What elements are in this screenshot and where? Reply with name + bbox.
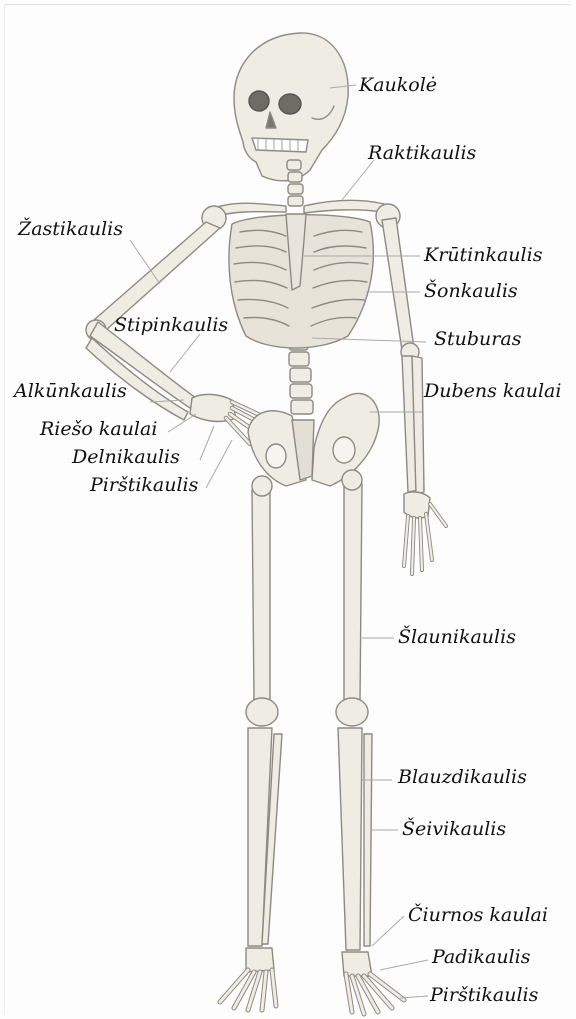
clavicle-left: [304, 200, 384, 213]
fibula-left: [364, 734, 372, 946]
label-delnikaulis: Delnikaulis: [72, 448, 180, 467]
tibia-left: [338, 728, 362, 950]
skull: [234, 33, 348, 181]
label-zastikaulis: Žastikaulis: [18, 220, 123, 239]
femur-left: [344, 484, 362, 700]
foot-right: [220, 948, 276, 1010]
label-dubens-kaulai: Dubens kaulai: [424, 382, 561, 401]
label-ciurnos-kaulai: Čiurnos kaulai: [408, 906, 548, 925]
foot-left: [342, 952, 404, 1014]
leader-pirstikaulis-foot: [400, 996, 428, 998]
label-slaunikaulis: Šlaunikaulis: [398, 628, 516, 647]
patella-right: [246, 698, 278, 726]
label-alkunkaulis: Alkūnkaulis: [14, 382, 127, 401]
label-kaukole: Kaukolė: [359, 76, 437, 95]
label-sonkaulis: Šonkaulis: [424, 282, 518, 301]
leader-ciurnos: [372, 916, 404, 946]
label-stipinkaulis: Stipinkaulis: [114, 316, 228, 335]
label-blauzdikaulis: Blauzdikaulis: [398, 768, 527, 787]
leader-delnikaulis: [200, 426, 214, 460]
ulna-right: [86, 338, 188, 420]
label-rieso-kaulai: Riešo kaulai: [40, 420, 157, 439]
leader-raktikaulis: [342, 160, 374, 200]
femur-head-right: [252, 476, 272, 496]
label-raktikaulis: Raktikaulis: [368, 144, 476, 163]
label-krutinkaulis: Krūtinkaulis: [424, 246, 542, 265]
label-pirstikaulis-hand: Pirštikaulis: [90, 476, 198, 495]
patella-left: [336, 698, 368, 726]
label-pirstikaulis-foot: Pirštikaulis: [430, 986, 538, 1005]
label-stuburas: Stuburas: [434, 330, 521, 349]
label-padikaulis: Padikaulis: [432, 948, 530, 967]
femur-right: [252, 490, 270, 702]
hand-left: [404, 492, 446, 574]
label-seivikaulis: Šeivikaulis: [402, 820, 506, 839]
humerus-left: [382, 218, 414, 350]
leader-pirstikaulis-hand: [206, 440, 232, 488]
leader-stipinkaulis: [170, 334, 200, 372]
femur-head-left: [342, 470, 362, 490]
leader-padikaulis: [380, 960, 428, 970]
